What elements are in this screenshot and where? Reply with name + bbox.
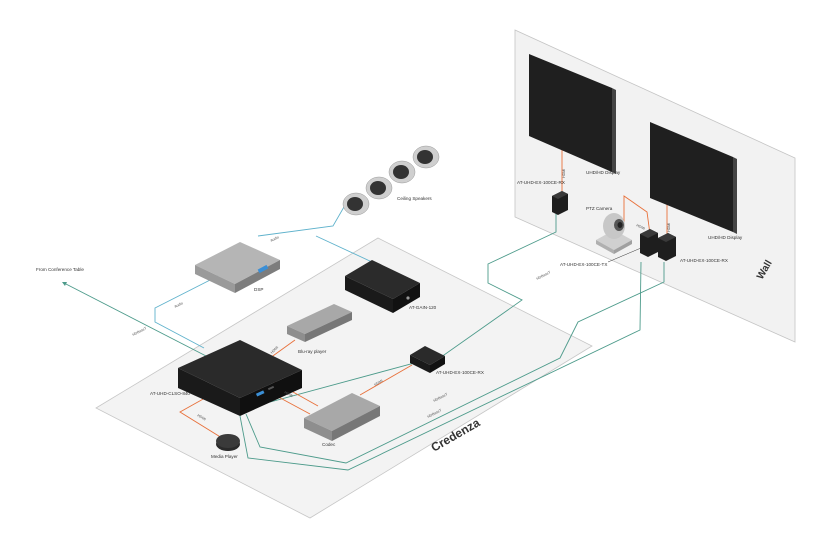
credenza-extender xyxy=(410,346,445,373)
extender-rx-right xyxy=(640,229,676,261)
hdmi-cable-wall-ext xyxy=(359,364,413,396)
display-left-label: UHD/HD Display xyxy=(586,170,621,175)
bluray-label: Blu-ray player xyxy=(298,349,327,354)
media-label: Media Player xyxy=(211,454,238,459)
speaker xyxy=(365,176,393,200)
switcher-label: AT-UHD-CLSO-840 xyxy=(150,391,190,396)
hdbaset-cable-conf-table xyxy=(61,281,209,358)
extender-rx-left xyxy=(552,191,568,215)
audio-cable-dsp-amp xyxy=(257,199,349,237)
cable-label-hdmi-media: HDMI xyxy=(197,413,207,421)
display-right-label: UHD/HD Display xyxy=(708,235,743,240)
cable-label-hdbaset-b: HDBaseT xyxy=(427,408,443,419)
extender-left-label: AT-UHD-EX-100CE-RX xyxy=(517,180,565,185)
cable-label-audio-amp: Audio xyxy=(270,235,280,243)
cable-label-hdbaset-wall: HDBaseT xyxy=(536,270,552,281)
cable-label-hdmi-ptz: HDMI xyxy=(636,223,646,231)
cable-label-hdbaset-a: HDBaseT xyxy=(433,392,449,403)
hdmi-cable-media xyxy=(179,397,223,439)
media-player xyxy=(216,434,240,451)
ceiling-speakers xyxy=(342,145,440,216)
amp-label: AT-GAIN-120 xyxy=(409,305,437,310)
bluray-player xyxy=(287,304,352,342)
audio-cables xyxy=(154,199,373,349)
display-right xyxy=(650,122,737,234)
cable-label-hdbaset-conf: HDBaseT xyxy=(132,326,148,337)
ptz-label: PTZ Camera xyxy=(586,206,613,211)
cable-label-hdmi-display-left: HDMI xyxy=(562,169,566,178)
ptz-tx-pointer xyxy=(607,247,642,263)
speaker xyxy=(412,145,440,169)
codec-label: Codec xyxy=(322,442,336,447)
cable-label-hdmi-bluray: HDMI xyxy=(270,345,279,354)
hdmi-cable-ptz xyxy=(623,195,651,235)
display-left xyxy=(529,54,616,174)
cable-label-audio-dsp: Audio xyxy=(174,301,184,309)
hdbaset-cable-display-left xyxy=(264,214,557,403)
ptz-tx-label: AT-UHD-EX-100CE-TX xyxy=(560,262,607,267)
hdbaset-cable-ptz xyxy=(239,261,642,471)
hdmi-cable-bluray xyxy=(269,339,296,359)
audio-cable-switcher-dsp xyxy=(154,275,219,349)
main-switcher xyxy=(178,340,302,416)
speaker xyxy=(342,192,370,216)
codec xyxy=(304,393,380,441)
audio-cable-amp-speakers xyxy=(315,235,373,263)
wall-extender-label: AT-UHD-EX-100CE-RX xyxy=(436,370,484,375)
hdbaset-cables xyxy=(61,214,665,471)
ptz-camera xyxy=(596,213,632,254)
extender-right-label: AT-UHD-EX-100CE-RX xyxy=(680,258,728,263)
conf-table-label: From Conference Table xyxy=(36,267,84,272)
amplifier xyxy=(345,260,420,313)
cable-label-hdmi-codec: HDMI xyxy=(284,390,294,398)
dsp-label: DSP xyxy=(254,287,263,292)
credenza-plane xyxy=(95,237,593,519)
hdbaset-cable-display-right xyxy=(245,262,665,464)
speakers-label: Ceiling Speakers xyxy=(397,196,432,201)
speaker xyxy=(388,160,416,184)
cable-label-hdmi-wall: HDMI xyxy=(374,379,384,387)
cable-label-hdmi-display-right: HDMI xyxy=(667,223,671,232)
dsp xyxy=(195,242,280,293)
